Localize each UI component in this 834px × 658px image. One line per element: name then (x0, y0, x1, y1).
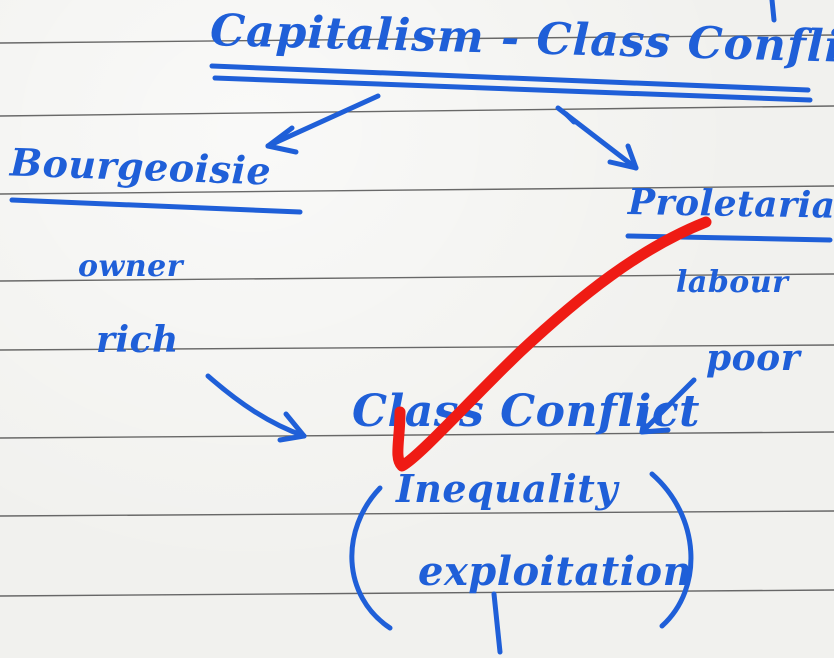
poor-label: poor (706, 337, 801, 379)
rich-label: rich (96, 319, 179, 361)
class-conflict-label: Class Conflict (352, 386, 700, 437)
inequality-label: Inequality (396, 466, 618, 511)
owner-label: owner (78, 249, 184, 284)
bourgeoisie-label: Bourgeoisie (9, 139, 272, 194)
exploitation-label: exploitation (418, 548, 693, 595)
proletariat-label: Proletariat (627, 181, 834, 227)
labour-label: labour (676, 265, 789, 300)
